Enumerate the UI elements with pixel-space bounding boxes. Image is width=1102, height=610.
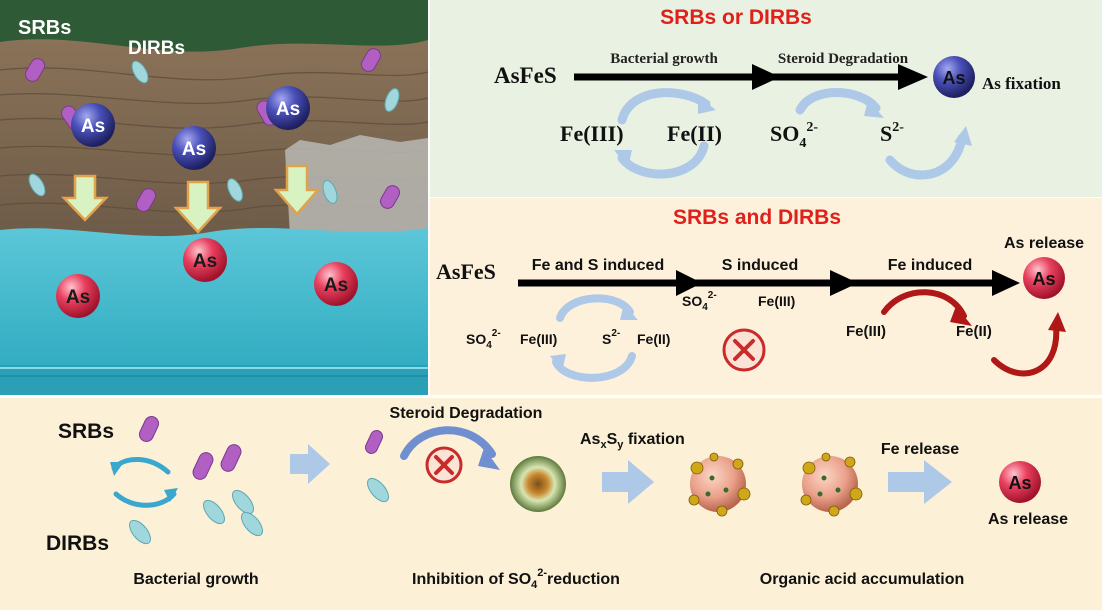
panel-mid-fe3-a: Fe(III) [520, 331, 557, 347]
panel-top-as-fixation: As fixation [982, 74, 1061, 93]
inhibition-icon [722, 328, 766, 372]
scene-as-fixed: As As As [71, 86, 310, 170]
panel-bottom: SRBs DIRBs Bacterial growth Steroid Degr… [0, 398, 1102, 610]
panel-top-fe3: Fe(III) [560, 121, 624, 146]
bottom-as-ball [999, 461, 1041, 503]
panel-top-mineral: AsFeS [494, 63, 557, 88]
srb-bacterium [364, 430, 384, 454]
scene-as-label: As [324, 275, 348, 296]
panel-top-step1: Bacterial growth [610, 51, 718, 67]
panel-mid-step1: Fe and S induced [532, 257, 664, 274]
srb-bacterium [138, 416, 160, 442]
dirb-bacterium [367, 477, 389, 503]
panel-top-sulfide: S2- [880, 120, 904, 146]
panel-mid-step2: S induced [722, 257, 798, 274]
scene-dirb-bacteria [28, 60, 400, 204]
bottom-asxsy-fixation: AsxSy fixation [580, 431, 685, 451]
scene-as-released: As As As [56, 238, 358, 318]
rock-outcrop [285, 135, 428, 235]
arrow-head [898, 64, 928, 90]
fe-cycle-arrows [617, 88, 711, 179]
scene-as-label: As [81, 116, 105, 137]
panel-mid-as-release: As release [1004, 235, 1084, 252]
scene-as-label: As [182, 139, 206, 160]
bottom-bacterial-growth: Bacterial growth [133, 571, 258, 588]
panel-mid-so4-b: SO42- [682, 290, 717, 313]
panel-mid-title: SRBs and DIRBs [673, 206, 841, 229]
arrow-head [676, 270, 702, 296]
bottom-srbs-label: SRBs [58, 420, 114, 443]
panel-top-title: SRBs or DIRBs [660, 6, 812, 29]
scene-as-label: As [193, 251, 217, 272]
panel-mid-fe3-b: Fe(III) [758, 293, 795, 309]
panel-top-so4: SO42- [770, 120, 818, 151]
bottom-as-release: As release [988, 511, 1068, 528]
arrow-head [830, 270, 858, 296]
panel-mid-fe3-c: Fe(III) [846, 323, 886, 340]
scene-down-arrows [61, 164, 321, 234]
dirb-bacterium [129, 519, 151, 545]
arrow-head [752, 64, 780, 90]
scene-srbs-label: SRBs [18, 17, 71, 39]
flow-arrow [602, 460, 654, 504]
scene-as-label: As [276, 99, 300, 120]
panel-mid-fe2-a: Fe(II) [637, 331, 670, 347]
as-release-arrow [991, 323, 1060, 377]
panel-mid-as-ball [1023, 257, 1065, 299]
bottom-dirbs-label: DIRBs [46, 532, 109, 555]
arrow-head [992, 270, 1020, 296]
inhibition-icon [425, 446, 463, 484]
bottom-inhibition: Inhibition of SO42-reduction [412, 567, 620, 591]
panel-top-fe2: Fe(II) [667, 121, 722, 146]
fe-reduction-arrow [881, 289, 967, 319]
flow-arrow [888, 460, 952, 504]
steroid-arrow [400, 426, 496, 460]
scene-dirbs-label: DIRBs [128, 38, 185, 59]
panel-top-as-label: As [942, 68, 965, 88]
panel-srbs-and-dirbs: SRBs and DIRBs AsFeS Fe and S induced S … [430, 198, 1102, 395]
panel-mid-so4-a: SO42- [466, 328, 501, 351]
steroid-cell [510, 456, 566, 512]
panel-top-as-ball [933, 56, 975, 98]
bottom-fe-release: Fe release [881, 441, 959, 458]
bottom-steroid-degradation: Steroid Degradation [390, 405, 543, 422]
panel-mid-fe2-c: Fe(II) [956, 323, 992, 340]
scene-as-label: As [66, 287, 90, 308]
panel-mid-sulfide: S2- [602, 328, 620, 347]
flow-arrow [290, 444, 330, 484]
sediment-scene: SRBs DIRBs [0, 0, 429, 395]
organic-acid-particles [688, 452, 863, 517]
panel-top-step2: Steroid Degradation [778, 51, 909, 67]
bacteria-cluster [192, 444, 263, 537]
panel-mid-as-label: As [1032, 269, 1055, 289]
panel-srbs-or-dirbs: SRBs or DIRBs AsFeS Bacterial growth Ste… [430, 0, 1102, 197]
panel-mid-step3: Fe induced [888, 257, 972, 274]
panel-mid-mineral: AsFeS [436, 259, 496, 284]
bottom-organic-acid: Organic acid accumulation [760, 571, 965, 588]
bottom-as-label: As [1008, 473, 1031, 493]
